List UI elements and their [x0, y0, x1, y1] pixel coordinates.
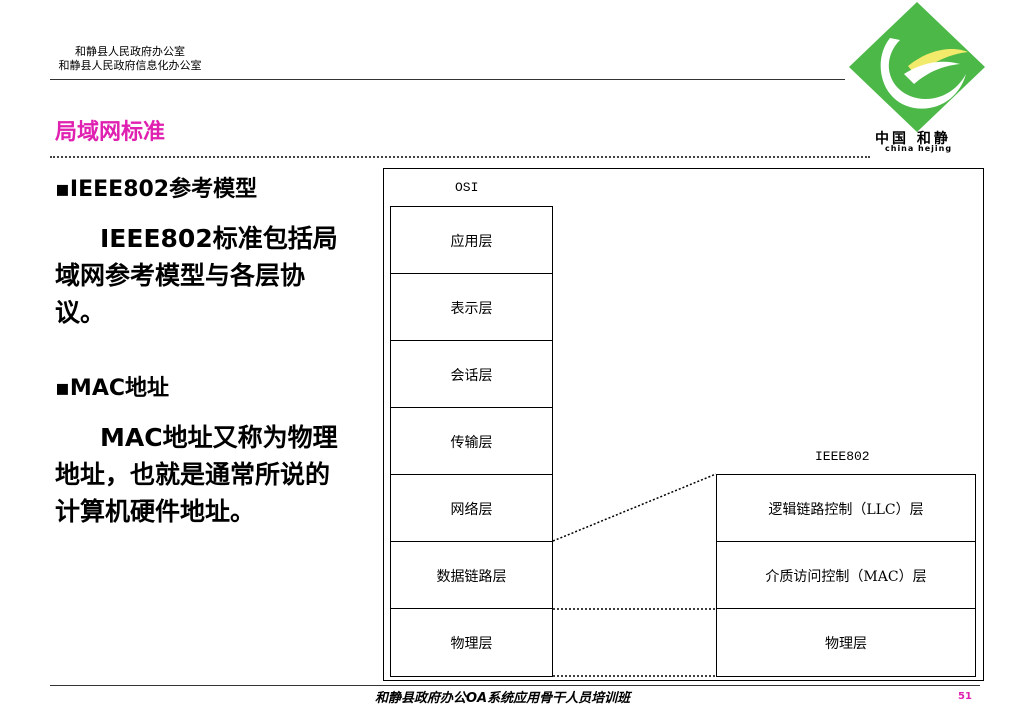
bullet-ieee802: ▪IEEE802参考模型	[55, 177, 258, 202]
paragraph-mac-address: MAC地址又称为物理地址，也就是通常所说的计算机硬件地址。	[55, 423, 338, 526]
ieee-layer-mac: 介质访问控制（MAC）层	[716, 541, 976, 610]
ieee-layer-physical: 物理层	[716, 608, 976, 677]
osi-layer-presentation: 表示层	[390, 273, 553, 342]
bullet-ieee802-label: IEEE802参考模型	[69, 177, 258, 202]
footer-divider	[50, 685, 980, 686]
osi-layer-session: 会话层	[390, 340, 553, 409]
paragraph-ieee802: IEEE802标准包括局域网参考模型与各层协议。	[55, 224, 338, 327]
title-divider	[50, 156, 870, 158]
footer-text: 和静县政府办公OA系统应用骨干人员培训班	[375, 691, 631, 706]
ieee802-label: IEEE802	[815, 449, 870, 464]
org-name-line1: 和静县人民政府办公室	[75, 45, 185, 58]
osi-layer-transport: 传输层	[390, 407, 553, 476]
header-divider	[50, 79, 845, 80]
logo-swoosh	[880, 38, 966, 109]
osi-layer-network: 网络层	[390, 474, 553, 543]
osi-ieee-diagram	[383, 168, 984, 681]
hejing-logo	[849, 2, 985, 132]
logo-english-text: china hejing	[885, 144, 953, 153]
osi-layer-application: 应用层	[390, 206, 553, 275]
slide-title: 局域网标准	[55, 120, 166, 145]
bullet-mac-label: MAC地址	[69, 376, 169, 401]
org-name-line2: 和静县人民政府信息化办公室	[58, 59, 202, 72]
logo-white-stroke	[904, 61, 960, 84]
ieee-layer-llc: 逻辑链路控制（LLC）层	[716, 474, 976, 543]
osi-label: OSI	[455, 180, 479, 195]
bullet-mac-address: ▪MAC地址	[55, 376, 169, 401]
logo-chinese-text: 中国 和静	[875, 131, 951, 147]
osi-layer-physical: 物理层	[390, 608, 553, 677]
page-number: 51	[958, 691, 972, 702]
osi-layer-data-link: 数据链路层	[390, 541, 553, 610]
